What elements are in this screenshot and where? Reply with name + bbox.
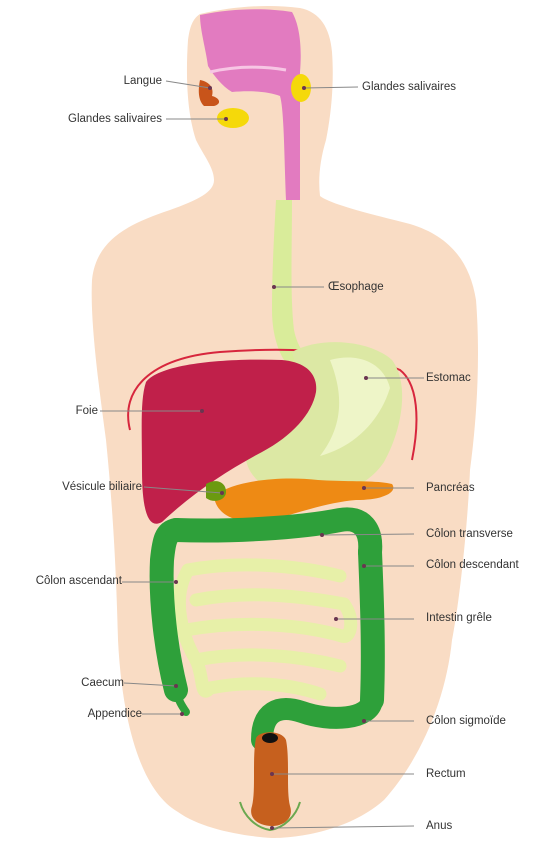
dot-glandes-salivaires-left <box>224 117 228 121</box>
label-colon-descendant: Côlon descendant <box>426 558 519 572</box>
rectum-opening <box>262 733 278 743</box>
label-anus: Anus <box>426 819 452 833</box>
label-oesophage: Œsophage <box>328 280 384 294</box>
dot-foie <box>200 409 204 413</box>
label-glandes-salivaires-right: Glandes salivaires <box>362 80 456 94</box>
dot-colon-transverse <box>320 533 324 537</box>
dot-estomac <box>364 376 368 380</box>
label-estomac: Estomac <box>426 371 471 385</box>
gallbladder-shape <box>206 481 226 501</box>
label-colon-sigmoide: Côlon sigmoïde <box>426 714 506 728</box>
label-appendice: Appendice <box>88 707 142 721</box>
label-langue: Langue <box>124 74 162 88</box>
dot-glandes-salivaires-right <box>302 86 306 90</box>
label-glandes-salivaires-left: Glandes salivaires <box>68 112 162 126</box>
dot-rectum <box>270 772 274 776</box>
dot-anus <box>270 826 274 830</box>
label-vesicule-biliaire: Vésicule biliaire <box>62 480 142 494</box>
salivary-gland-left-shape <box>217 108 249 128</box>
label-rectum: Rectum <box>426 767 466 781</box>
dot-colon-descendant <box>362 564 366 568</box>
dot-pancreas <box>362 486 366 490</box>
label-pancreas: Pancréas <box>426 481 475 495</box>
dot-langue <box>208 86 212 90</box>
dot-caecum <box>174 684 178 688</box>
label-caecum: Caecum <box>81 676 124 690</box>
dot-intestin-grele <box>334 617 338 621</box>
label-foie: Foie <box>76 404 98 418</box>
label-colon-ascendant: Côlon ascendant <box>36 574 122 588</box>
label-intestin-grele: Intestin grêle <box>426 611 492 625</box>
dot-vesicule-biliaire <box>220 491 224 495</box>
dot-colon-sigmoide <box>362 719 366 723</box>
label-colon-transverse: Côlon transverse <box>426 527 513 541</box>
dot-appendice <box>180 712 184 716</box>
rectum-shape <box>251 732 291 826</box>
dot-oesophage <box>272 285 276 289</box>
dot-colon-ascendant <box>174 580 178 584</box>
